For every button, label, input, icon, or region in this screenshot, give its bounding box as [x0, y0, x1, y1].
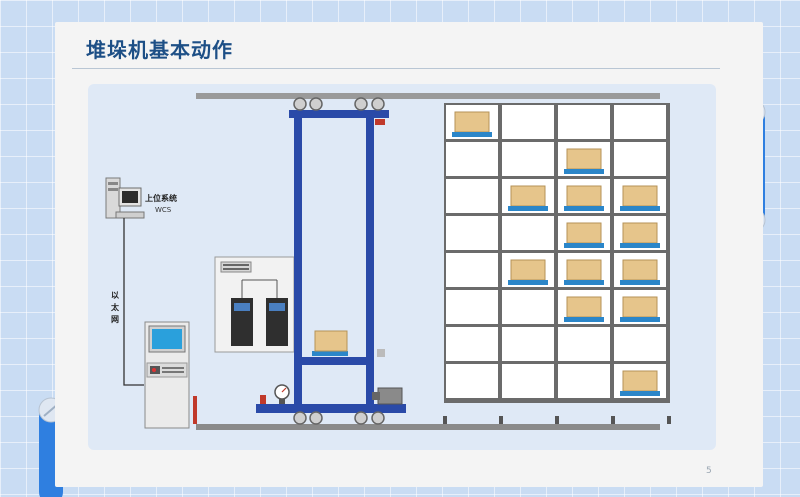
crane-mast-right — [366, 118, 374, 406]
cargo-box — [454, 111, 490, 133]
rack-cell — [558, 364, 610, 398]
rack-foot — [443, 416, 447, 424]
pallet — [620, 391, 660, 396]
rack-cell — [502, 327, 554, 361]
title-underline — [72, 68, 720, 69]
cargo-box — [566, 259, 602, 281]
pallet — [452, 132, 492, 137]
platform-cargo-box — [314, 330, 348, 352]
upper-system-label: 上位系统 — [145, 193, 177, 203]
control-terminal — [144, 321, 190, 429]
cargo-box — [622, 370, 658, 392]
rack-cell — [558, 327, 610, 361]
crane-top-beam — [289, 110, 389, 118]
pressure-gauge-icon — [274, 384, 290, 404]
cargo-box — [622, 185, 658, 207]
cargo-box — [510, 259, 546, 281]
rack-foot — [611, 416, 615, 424]
pallet — [564, 169, 604, 174]
pallet — [508, 206, 548, 211]
pallet — [564, 317, 604, 322]
cargo-box — [566, 148, 602, 170]
crane-mast-left — [294, 118, 302, 406]
rack-cell — [502, 364, 554, 398]
slide-title: 堆垛机基本动作 — [86, 38, 233, 62]
pallet — [564, 206, 604, 211]
pallet — [620, 317, 660, 322]
drive-motor — [372, 387, 403, 405]
rack-foot — [667, 416, 671, 424]
rack-cell — [502, 216, 554, 250]
wcs-label: WCS — [155, 206, 172, 214]
top-rail — [196, 93, 660, 99]
crane-bottom-beam — [256, 404, 406, 413]
rack-cell — [502, 142, 554, 176]
pallet — [620, 243, 660, 248]
rail-supports — [443, 416, 671, 424]
page-number: 5 — [706, 466, 712, 476]
rack-cell — [446, 327, 498, 361]
cargo-box — [622, 259, 658, 281]
cargo-box — [622, 296, 658, 318]
pallet — [564, 243, 604, 248]
rack-foot — [499, 416, 503, 424]
pallet — [508, 280, 548, 285]
rack-cell — [446, 253, 498, 287]
rack-cell — [446, 216, 498, 250]
rack-cell — [446, 142, 498, 176]
upper-system-computer — [105, 177, 145, 219]
rack-cell — [614, 105, 666, 139]
top-guide-wheels — [293, 97, 385, 111]
storage-rack — [444, 103, 670, 403]
rack-cell — [446, 290, 498, 324]
bottom-rail — [196, 424, 660, 430]
rack-foot — [555, 416, 559, 424]
ethernet-label-1: 以 — [111, 291, 119, 300]
cargo-box — [622, 222, 658, 244]
rack-cell — [502, 105, 554, 139]
pallet — [620, 206, 660, 211]
cargo-box — [566, 185, 602, 207]
rack-cell — [446, 364, 498, 398]
platform-fork-pallet — [312, 351, 348, 356]
rack-cell — [558, 105, 610, 139]
ethernet-label-3: 网 — [111, 315, 119, 324]
crane-top-sensor — [375, 119, 385, 125]
pallet — [564, 280, 604, 285]
platform-indicator — [377, 349, 385, 357]
ethernet-label-2: 太 — [110, 302, 120, 312]
ethernet-cable — [123, 218, 144, 386]
cargo-box — [566, 222, 602, 244]
cargo-box — [510, 185, 546, 207]
cargo-box — [566, 296, 602, 318]
rack-cell — [446, 179, 498, 213]
rack-cell — [502, 290, 554, 324]
bottom-sensor — [260, 395, 266, 404]
electrical-cabinet — [214, 256, 295, 353]
lifting-platform — [296, 357, 372, 365]
pallet — [620, 280, 660, 285]
end-stop-post — [193, 396, 197, 424]
rack-cell — [614, 327, 666, 361]
rack-cell — [614, 142, 666, 176]
bottom-travel-wheels — [293, 411, 385, 425]
